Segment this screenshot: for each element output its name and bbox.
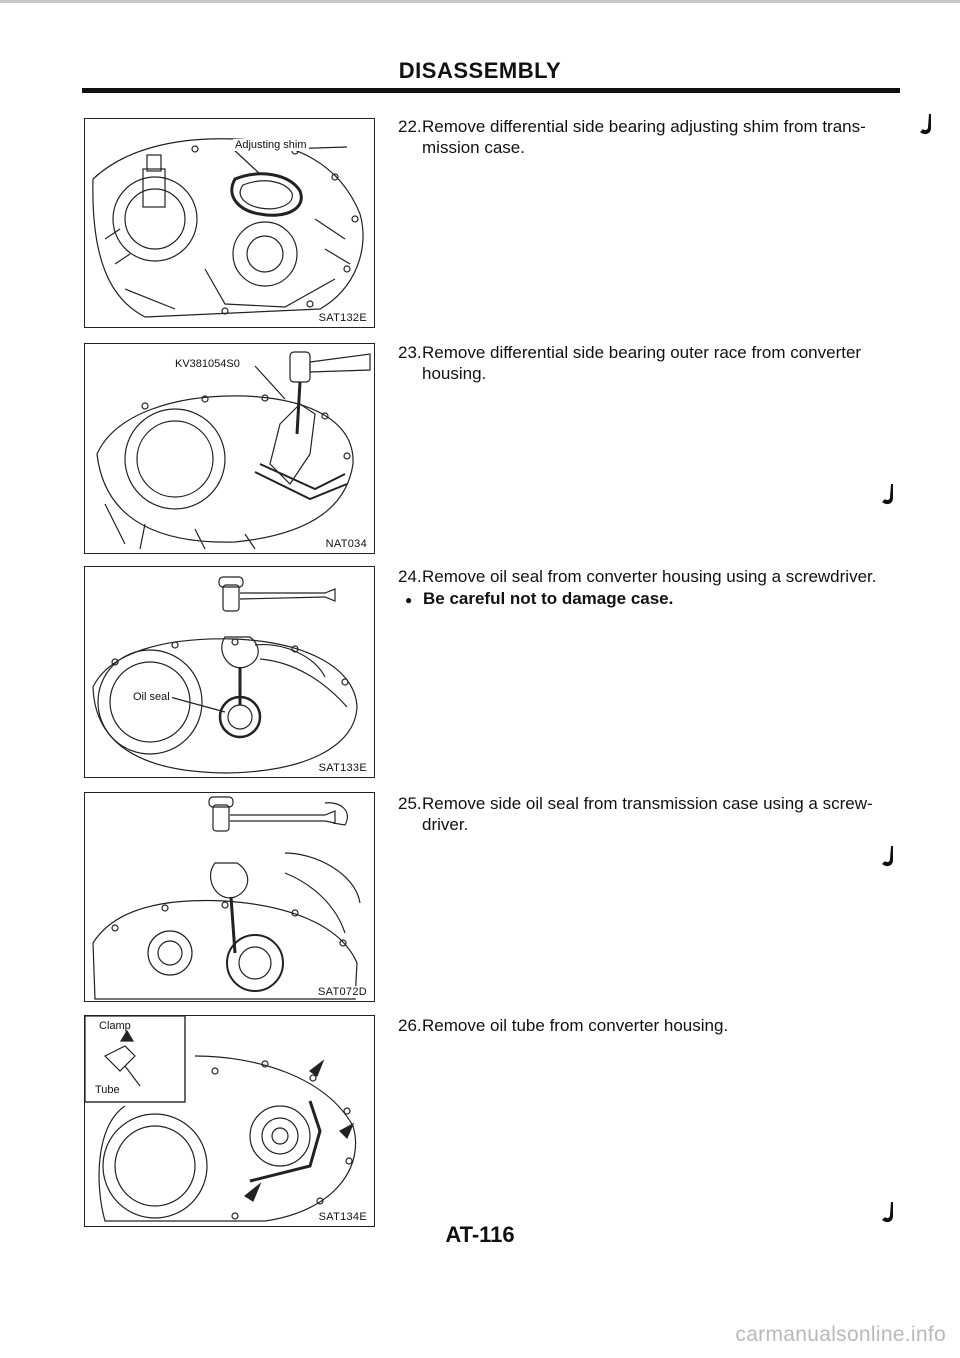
callout-tool-number: KV381054S0: [173, 358, 242, 370]
binder-mark-icon: [882, 1202, 893, 1223]
step-number: 23.: [398, 343, 422, 362]
caution-text: Be careful not to damage case.: [423, 589, 674, 608]
step-text-continued: mission case.: [422, 138, 525, 157]
figure-outer-race-drawing: [96, 351, 371, 550]
step-number: 22.: [398, 117, 422, 136]
figure-code: SAT132E: [316, 312, 369, 324]
binder-mark-icon: [920, 114, 931, 135]
figure-adjusting-shim: Adjusting shim SAT132E: [84, 118, 375, 328]
step-number: 24.: [398, 567, 422, 586]
step-24: 24.Remove oil seal from converter housin…: [398, 566, 908, 587]
binder-mark-icon: [882, 846, 893, 867]
figure-code: SAT133E: [316, 762, 369, 774]
callout-tube: Tube: [95, 1084, 120, 1096]
top-border: [0, 0, 960, 3]
page-number: AT-116: [445, 1222, 515, 1247]
callout-adjusting-shim: Adjusting shim: [233, 139, 309, 151]
step-22: 22.Remove differential side bearing adju…: [398, 116, 908, 158]
step-23: 23.Remove differential side bearing oute…: [398, 342, 908, 384]
step-number: 26.: [398, 1016, 422, 1035]
figure-oil-tube-drawing: [85, 1016, 357, 1222]
step-text: Remove oil tube from converter housing.: [422, 1016, 729, 1035]
callout-clamp: Clamp: [99, 1020, 131, 1032]
figure-oil-seal-drawing: [92, 576, 358, 774]
figure-side-oil-seal-drawing: [92, 796, 361, 1000]
step-text: Remove side oil seal from transmission c…: [422, 794, 873, 813]
binder-mark-icon: [882, 484, 893, 505]
figure-side-oil-seal: SAT072D: [84, 792, 375, 1002]
step-text: Remove differential side bearing adjusti…: [422, 117, 866, 136]
page-title: DISASSEMBLY: [398, 58, 562, 83]
bullet-symbol: ●: [405, 593, 413, 607]
step-text-continued: housing.: [422, 364, 487, 383]
figure-code: SAT134E: [316, 1211, 369, 1223]
step-25: 25.Remove side oil seal from transmissio…: [398, 793, 908, 835]
step-26: 26.Remove oil tube from converter housin…: [398, 1015, 908, 1036]
figure-outer-race: KV381054S0 NAT034: [84, 343, 375, 554]
figure-code: NAT034: [323, 538, 369, 550]
watermark: carmanualsonline.info: [735, 1323, 946, 1346]
caution-bullet: ● Be careful not to damage case.: [405, 588, 905, 611]
step-number: 25.: [398, 794, 422, 813]
figure-code: SAT072D: [316, 986, 369, 998]
step-text-continued: driver.: [422, 815, 469, 834]
step-text: Remove differential side bearing outer r…: [422, 343, 862, 362]
title-rule: [82, 88, 900, 93]
figure-oil-seal: Oil seal SAT133E: [84, 566, 375, 778]
step-text: Remove oil seal from converter housing u…: [422, 567, 877, 586]
figure-oil-tube: Clamp Tube SAT134E: [84, 1015, 375, 1227]
figure-adjusting-shim-drawing: [92, 138, 364, 318]
callout-oil-seal: Oil seal: [131, 691, 172, 703]
